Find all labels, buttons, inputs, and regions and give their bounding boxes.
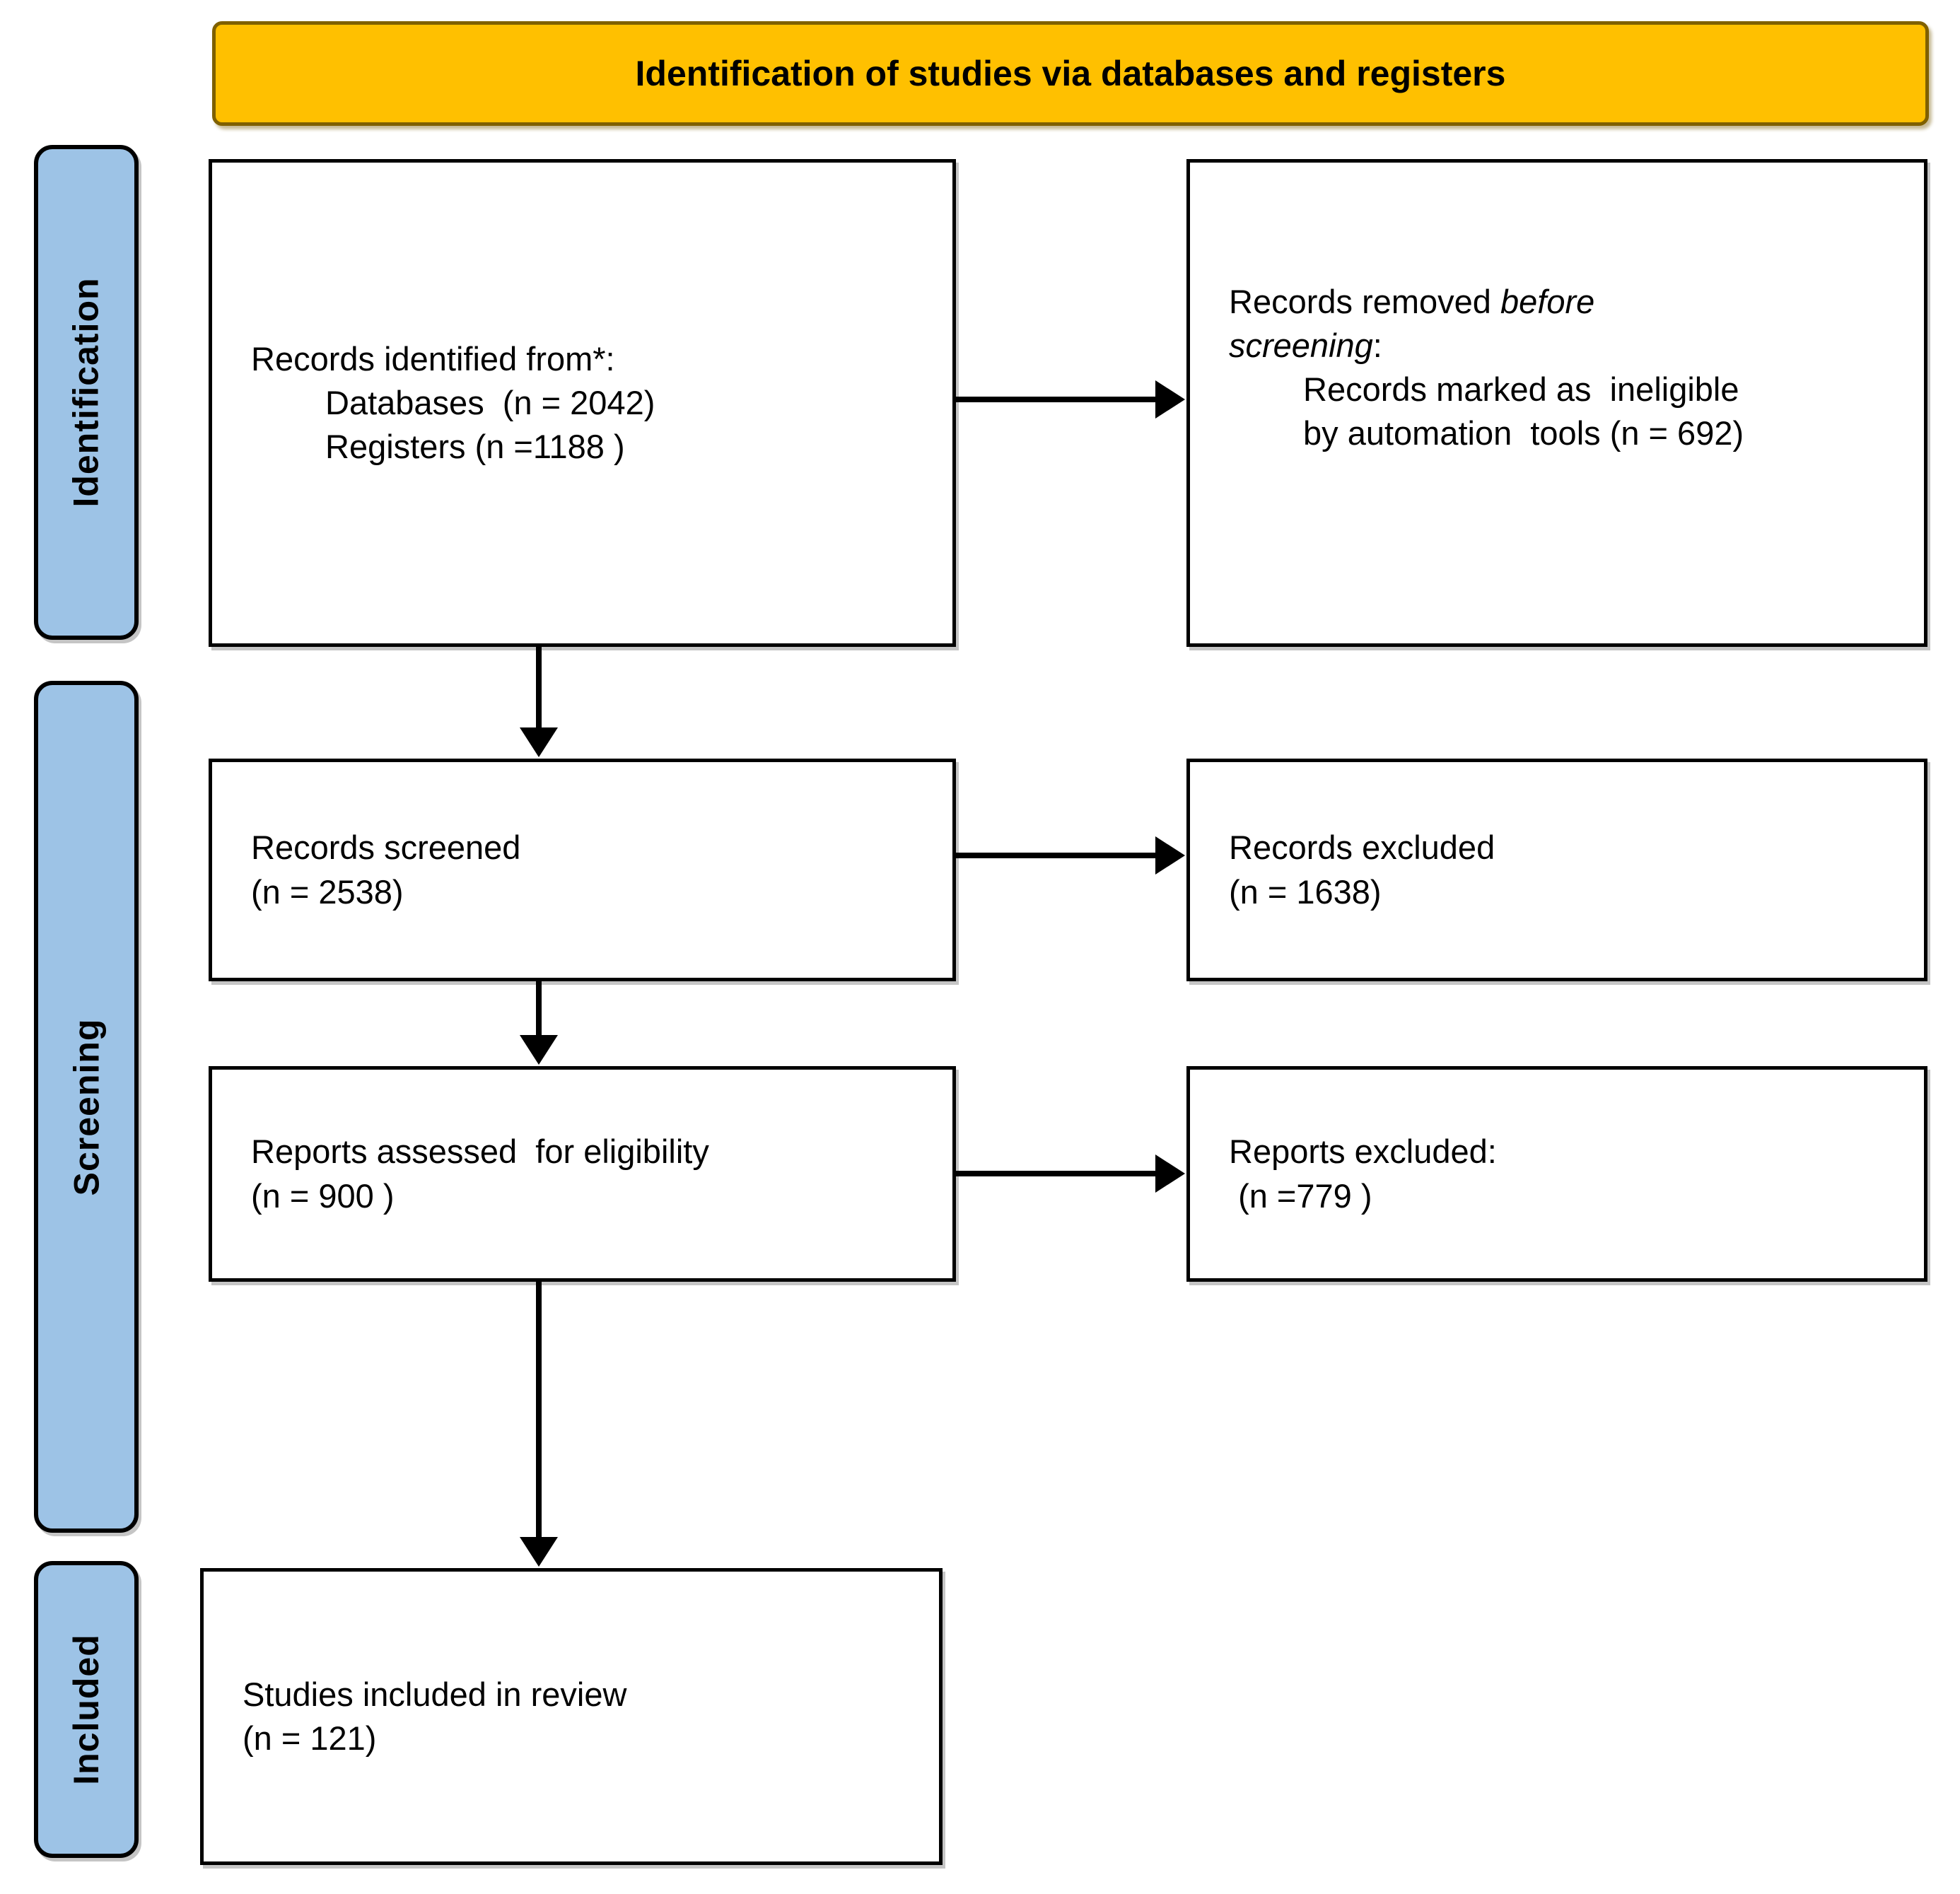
records-excluded-line1: Records excluded	[1229, 829, 1495, 867]
arrow-identified-to-screened-line	[536, 647, 542, 730]
box-records-removed: Records removed before screening: Record…	[1186, 159, 1927, 647]
arrow-assessed-to-included-head-icon	[520, 1537, 558, 1567]
box-studies-included: Studies included in review (n = 121)	[200, 1568, 943, 1865]
studies-included-line2: (n = 121)	[243, 1719, 377, 1757]
box-records-excluded: Records excluded (n = 1638)	[1186, 759, 1927, 981]
stage-tab-identification: Identification	[34, 145, 139, 640]
records-removed-detail2: by automation tools (n = 692)	[1303, 414, 1744, 452]
arrow-identified-to-removed-head-icon	[1155, 380, 1185, 419]
records-screened-line1: Records screened	[251, 829, 521, 867]
arrow-identified-to-screened-head-icon	[520, 727, 558, 757]
box-records-screened: Records screened (n = 2538)	[209, 759, 956, 981]
records-removed-line1: Records removed before	[1229, 282, 1595, 320]
records-removed-line2: screening:	[1229, 326, 1382, 364]
arrow-screened-to-assessed-head-icon	[520, 1035, 558, 1065]
reports-assessed-line1: Reports assessed for eligibility	[251, 1133, 709, 1171]
records-removed-detail1: Records marked as ineligible	[1303, 370, 1739, 408]
reports-assessed-line2: (n = 900 )	[251, 1176, 395, 1215]
arrow-identified-to-removed-line	[956, 397, 1158, 402]
diagram-title: Identification of studies via databases …	[635, 54, 1506, 93]
records-identified-registers: Registers (n =1188 )	[325, 428, 625, 466]
arrow-assessed-to-included-line	[536, 1282, 542, 1540]
arrow-assessed-to-excluded-head-icon	[1155, 1154, 1185, 1193]
records-screened-line2: (n = 2538)	[251, 872, 404, 911]
diagram-title-banner: Identification of studies via databases …	[212, 21, 1929, 126]
arrow-assessed-to-excluded-line	[956, 1171, 1158, 1176]
stage-tab-included: Included	[34, 1561, 139, 1858]
stage-label-screening: Screening	[66, 1018, 106, 1196]
records-excluded-line2: (n = 1638)	[1229, 872, 1382, 911]
records-identified-heading: Records identified from*:	[251, 339, 615, 378]
stage-label-identification: Identification	[66, 277, 107, 508]
reports-excluded-line2: (n =779 )	[1229, 1176, 1372, 1215]
box-records-identified: Records identified from*: Databases (n =…	[209, 159, 956, 647]
box-reports-assessed: Reports assessed for eligibility (n = 90…	[209, 1066, 956, 1282]
stage-label-included: Included	[66, 1634, 107, 1785]
arrow-screened-to-assessed-line	[536, 981, 542, 1038]
arrow-screened-to-excluded-head-icon	[1155, 836, 1185, 875]
arrow-screened-to-excluded-line	[956, 853, 1158, 858]
stage-tab-screening: Screening	[34, 681, 139, 1533]
records-identified-databases: Databases (n = 2042)	[325, 383, 655, 421]
box-reports-excluded: Reports excluded: (n =779 )	[1186, 1066, 1927, 1282]
reports-excluded-line1: Reports excluded:	[1229, 1133, 1497, 1171]
studies-included-line1: Studies included in review	[243, 1675, 627, 1713]
